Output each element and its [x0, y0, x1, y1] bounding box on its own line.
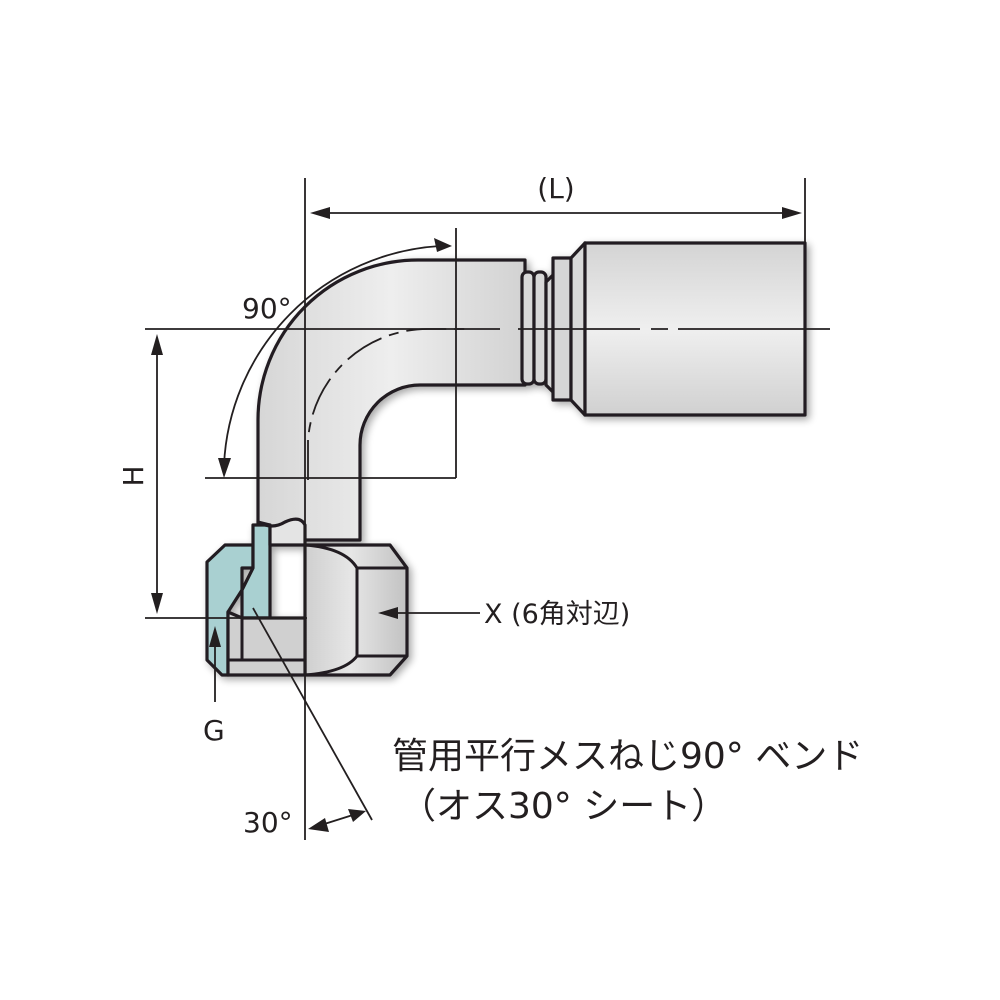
dimension-30deg: [308, 809, 366, 832]
label-seat-angle: 30°: [243, 806, 293, 839]
leader-X: [378, 607, 480, 619]
title-line-1: 管用平行メスねじ90° ベンド: [392, 736, 863, 777]
label-height: H: [117, 465, 150, 486]
crimp-ring-2: [532, 270, 548, 386]
center-lines: [145, 178, 830, 840]
dimension-L: [310, 207, 802, 219]
label-thread: G: [203, 714, 225, 747]
stem-section: [240, 523, 272, 620]
crimp-ring-1: [520, 270, 536, 386]
label-bend-angle: 90°: [242, 292, 292, 325]
elbow-tube: [256, 258, 527, 542]
dimension-90deg: [218, 238, 452, 478]
dimension-H: [151, 334, 163, 614]
label-hex: X (6角対辺): [484, 599, 630, 630]
bore: [226, 610, 307, 677]
title-line-2: （オス30° シート）: [400, 786, 727, 827]
label-length: (L): [537, 172, 574, 205]
leader-G: [209, 626, 221, 702]
